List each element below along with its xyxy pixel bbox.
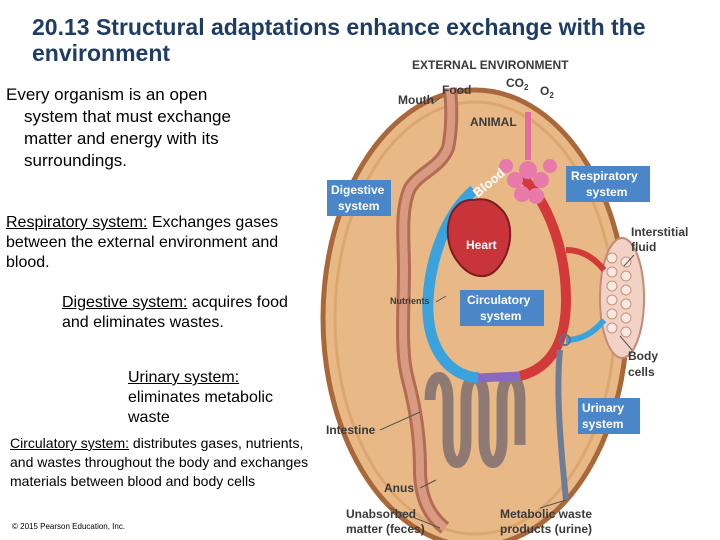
interstitial-fluid-label-2: fluid [631, 240, 656, 254]
circulatory-desc: distributes gases, nutrients, and wastes… [10, 435, 309, 489]
digestive-desc: acquires food and eliminates wastes. [62, 294, 288, 331]
body-cells [606, 252, 632, 338]
food-label: Food [442, 83, 471, 97]
blood-vessel-right [516, 171, 572, 381]
respiratory-system-label-1: Respiratory [571, 169, 638, 183]
respiratory-system-box [566, 166, 650, 202]
respiratory-desc: Exchanges gases between the external env… [6, 214, 279, 271]
urinary-organ [555, 349, 569, 501]
metabolic-waste-label-1: Metabolic waste [500, 507, 592, 521]
external-environment-label: EXTERNAL ENVIRONMENT [412, 58, 569, 72]
circulatory-system-label-1: Circulatory [467, 293, 531, 307]
digestive-system-label-2: system [338, 199, 379, 213]
respiratory-term: Respiratory system: [6, 214, 148, 231]
o2-label: O2 [540, 84, 554, 100]
animal-label: ANIMAL [470, 115, 517, 129]
circulatory-system-box [460, 290, 544, 326]
urinary-system-box [578, 398, 640, 434]
unabsorbed-label-1: Unabsorbed [346, 507, 416, 521]
circulatory-system-label-2: system [480, 309, 521, 323]
nutrients-label: Nutrients [390, 296, 430, 306]
mouth-label: Mouth [398, 93, 434, 107]
heart-organ [446, 198, 512, 278]
slide-title: 20.13 Structural adaptations enhance exc… [32, 14, 646, 66]
respiratory-text: Respiratory system: Exchanges gases betw… [6, 213, 296, 273]
intro-line-1: Every organism is an open [6, 85, 208, 104]
digestive-system-label-1: Digestive [331, 183, 385, 197]
intro-line-3: matter and energy with its [24, 129, 219, 148]
heart-label: Heart [466, 238, 497, 252]
digestive-term: Digestive system: [62, 294, 188, 311]
anus-label: Anus [384, 481, 414, 495]
urinary-system-label-1: Urinary [582, 401, 624, 415]
copyright: © 2015 Pearson Education, Inc. [12, 522, 126, 531]
digestive-system-box [327, 180, 391, 216]
intestine-label: Intestine [326, 423, 376, 437]
digestive-text: Digestive system: acquires food and elim… [62, 293, 312, 333]
intro-text: Every organism is an open system that mu… [6, 84, 306, 172]
intro-line-4: surroundings. [24, 151, 128, 170]
body-cells-label-2: cells [628, 365, 655, 379]
interstitial-fluid [599, 237, 645, 359]
pointer-lines [379, 97, 635, 529]
respiratory-system-label-2: system [586, 185, 627, 199]
intro-line-2: system that must exchange [24, 107, 231, 126]
co2-label: CO2 [506, 76, 529, 92]
urinary-text: Urinary system: eliminates metabolic was… [128, 368, 308, 428]
urinary-system-label-2: system [582, 417, 623, 431]
vessel-to-cells [565, 247, 607, 272]
circulatory-text: Circulatory system: distributes gases, n… [10, 434, 310, 491]
interstitial-fluid-label-1: Interstitial [631, 225, 688, 239]
urinary-term: Urinary system: [128, 369, 240, 386]
unabsorbed-label-2: matter (feces) [346, 522, 425, 536]
urinary-desc: eliminates metabolic waste [128, 389, 273, 426]
circulatory-term: Circulatory system: [10, 435, 130, 451]
metabolic-waste-label-2: products (urine) [500, 522, 592, 536]
respiratory-organ [499, 112, 557, 204]
body-cells-label-1: Body [628, 349, 658, 363]
